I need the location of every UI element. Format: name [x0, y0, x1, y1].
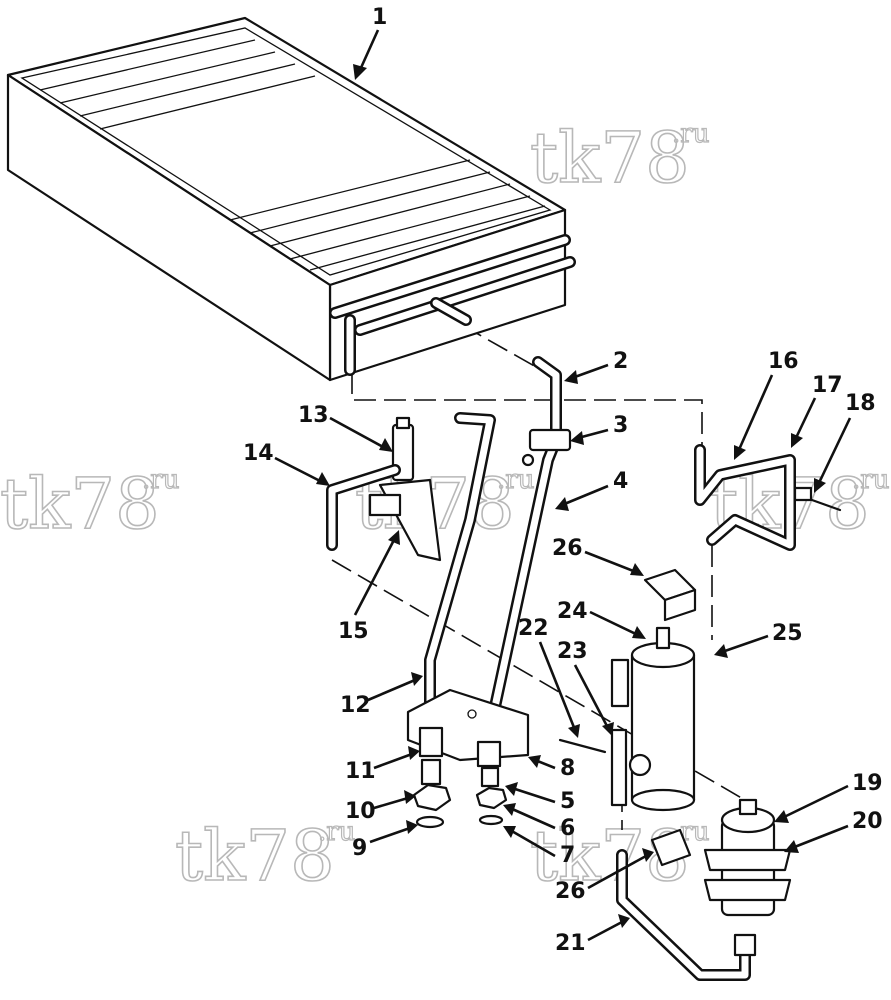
callout-25: 25 — [714, 621, 803, 658]
coil-tubes — [329, 234, 576, 336]
svg-text:6: 6 — [560, 816, 575, 841]
callout-22: 22 — [518, 616, 580, 738]
callout-6: 6 — [503, 803, 575, 841]
svg-text:22: 22 — [518, 616, 549, 641]
callout-9: 9 — [352, 820, 418, 861]
callout-26a: 26 — [552, 536, 644, 576]
callout-10: 10 — [345, 790, 416, 824]
svg-text:4: 4 — [613, 469, 628, 494]
callout-20: 20 — [784, 809, 883, 853]
callout-17: 17 — [791, 373, 843, 448]
callout-14: 14 — [243, 441, 330, 486]
svg-text:9: 9 — [352, 836, 367, 861]
svg-text:.ru: .ru — [318, 817, 355, 847]
svg-text:26: 26 — [555, 879, 586, 904]
bracket-upper — [643, 568, 697, 622]
svg-text:25: 25 — [772, 621, 803, 646]
svg-text:12: 12 — [340, 693, 371, 718]
callout-16: 16 — [734, 349, 799, 460]
svg-text:tk78: tk78 — [175, 815, 335, 897]
discharge-line — [484, 356, 562, 736]
svg-text:15: 15 — [338, 619, 369, 644]
receiver-tank — [610, 626, 696, 812]
callout-15: 15 — [338, 530, 400, 644]
svg-text:19: 19 — [852, 771, 883, 796]
svg-text:.ru: .ru — [672, 119, 709, 149]
svg-text:tk78: tk78 — [530, 117, 690, 199]
svg-text:17: 17 — [812, 373, 843, 398]
callout-11: 11 — [345, 746, 420, 784]
svg-text:20: 20 — [852, 809, 883, 834]
svg-text:11: 11 — [345, 759, 376, 784]
suction-line — [424, 412, 496, 731]
line-clamp — [521, 428, 572, 467]
svg-text:3: 3 — [613, 413, 628, 438]
svg-text:1: 1 — [372, 5, 387, 30]
callout-4: 4 — [555, 469, 628, 511]
fittings — [412, 726, 508, 829]
liquid-line — [616, 849, 757, 981]
callout-8: 8 — [528, 755, 575, 781]
callout-19: 19 — [774, 771, 883, 823]
accumulator — [703, 798, 792, 917]
callout-18: 18 — [814, 391, 876, 493]
svg-text:10: 10 — [345, 799, 376, 824]
watermark: tk78 .ru — [529, 116, 710, 200]
svg-text:21: 21 — [555, 931, 586, 956]
sight-glass — [558, 728, 652, 807]
callout-26b: 26 — [555, 848, 654, 904]
condenser-coil — [6, 16, 576, 382]
svg-text:14: 14 — [243, 441, 274, 466]
svg-text:23: 23 — [557, 639, 588, 664]
coil-loop — [694, 444, 842, 551]
svg-text:5: 5 — [560, 789, 575, 814]
callout-13: 13 — [298, 403, 393, 452]
svg-text:26: 26 — [552, 536, 583, 561]
svg-text:2: 2 — [613, 349, 628, 374]
callout-5: 5 — [505, 782, 575, 814]
coil-fins — [39, 39, 546, 271]
callouts: 1 2 3 4 5 6 7 — [243, 5, 883, 956]
svg-text:24: 24 — [557, 599, 588, 624]
svg-text:.ru: .ru — [852, 465, 889, 495]
callout-2: 2 — [564, 349, 628, 384]
watermark: tk78 .ru — [0, 462, 180, 546]
valve-line — [326, 464, 401, 551]
svg-text:16: 16 — [768, 349, 799, 374]
svg-text:.ru: .ru — [497, 465, 534, 495]
callout-24: 24 — [557, 599, 646, 639]
callout-7: 7 — [503, 826, 575, 868]
svg-text:18: 18 — [845, 391, 876, 416]
bracket-lower — [650, 828, 692, 867]
svg-text:8: 8 — [560, 756, 575, 781]
watermark: tk78 .ru — [174, 814, 356, 898]
svg-text:tk78: tk78 — [0, 463, 160, 545]
svg-text:7: 7 — [560, 843, 575, 868]
callout-1: 1 — [353, 5, 387, 80]
coil-inlet-fitting — [344, 297, 472, 376]
callout-23: 23 — [557, 639, 614, 736]
callout-3: 3 — [570, 413, 628, 445]
callout-21: 21 — [555, 914, 630, 956]
watermark-group: tk78 .ru tk78 .ru tk78 .ru tk78 .ru tk78… — [0, 116, 890, 898]
callout-12: 12 — [340, 672, 423, 718]
svg-text:.ru: .ru — [142, 465, 179, 495]
svg-text:13: 13 — [298, 403, 329, 428]
